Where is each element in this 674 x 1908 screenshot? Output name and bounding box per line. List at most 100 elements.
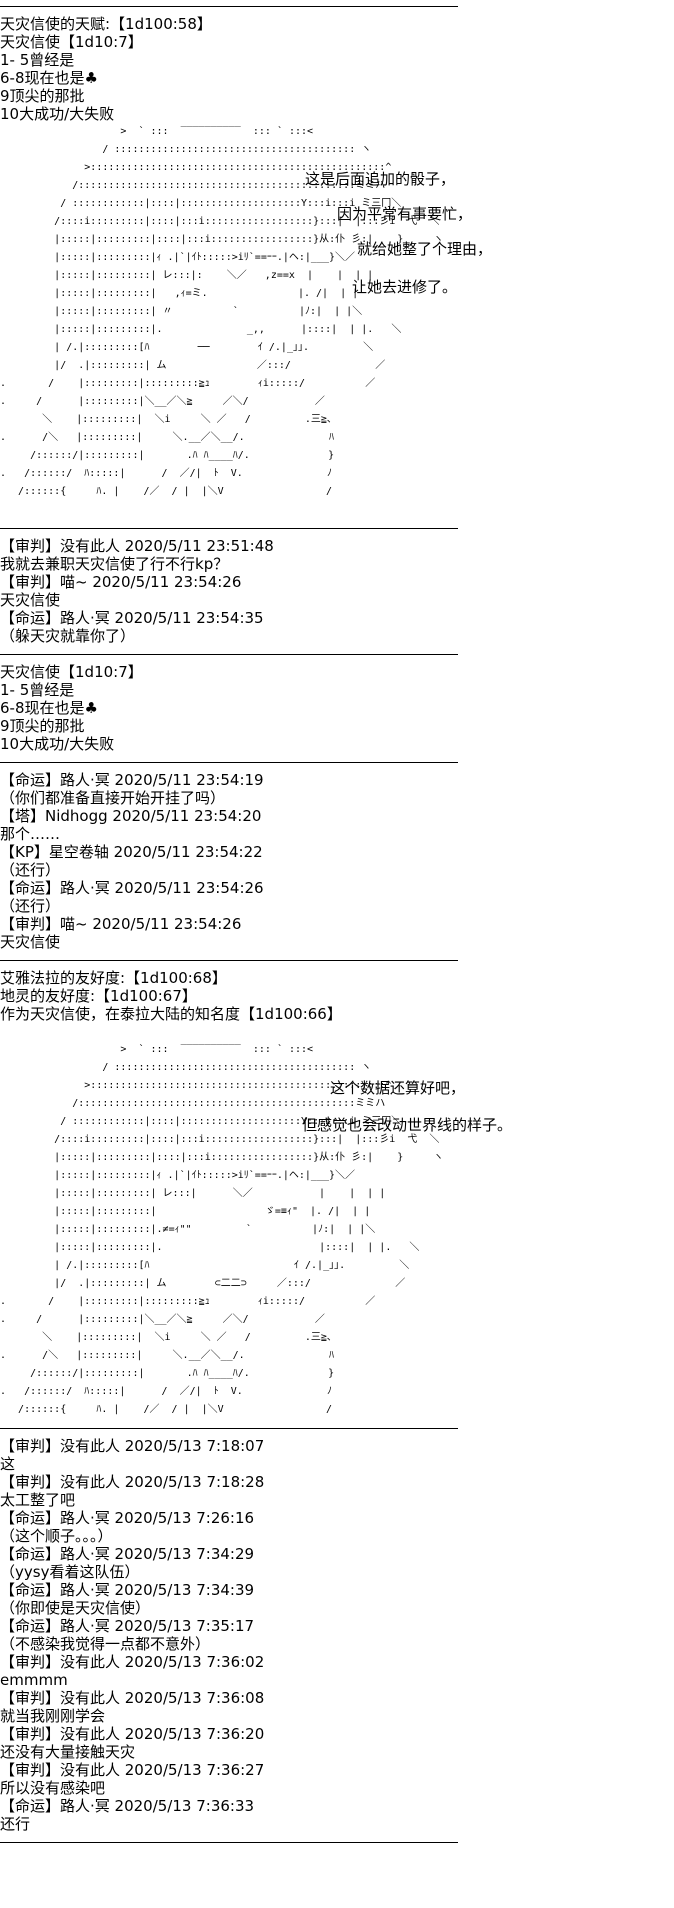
separator-line <box>0 519 674 537</box>
text-line: （yysy看着这队伍） <box>0 1563 140 1581</box>
text-line: 天灾信使 <box>0 933 61 951</box>
text-line: 还行 <box>0 1815 31 1833</box>
ascii-art-line: |:::::|:::::::::|::::|:::i::::::::::::::… <box>0 1152 444 1163</box>
ascii-art-line: |/ .|:::::::::| ム ⊂二二⊃ ／:::/ ／ <box>0 1278 406 1289</box>
message-header: 【命运】路人·冥 2020/5/11 23:54:19 <box>0 771 264 789</box>
art-side-note: 这是后面追加的骰子， <box>305 170 456 188</box>
blank-line <box>0 1023 674 1041</box>
ascii-art-line: | /.|:::::::::[ﾊ ｲ /.|_｣｣. ＼ <box>0 1260 410 1271</box>
ascii-art-line: . / |:::::::::|:::::::::≧ｭ ｨi:::::/ ／ <box>0 1296 376 1307</box>
separator-line <box>0 1419 674 1437</box>
text-line: 地灵的友好度:【1d100:67】 <box>0 987 197 1005</box>
ascii-art-line: >:::::::::::::::::::::::::::::::::::::::… <box>0 1080 392 1091</box>
text-line: 9顶尖的那批 <box>0 87 85 105</box>
text-line: 我就去兼职天灾信使了行不行kp？ <box>0 555 229 573</box>
message-header: 【审判】喵~ 2020/5/11 23:54:26 <box>0 915 242 933</box>
message-header: 【命运】路人·冥 2020/5/13 7:34:39 <box>0 1581 255 1599</box>
separator-line <box>0 1833 674 1851</box>
ascii-art-line: . /::::::/ ﾊ:::::| / ／/| ﾄ V. ﾉ <box>0 468 333 479</box>
text-line: 还没有大量接触天灾 <box>0 1743 136 1761</box>
text-line: 就当我刚刚学会 <box>0 1707 106 1725</box>
ascii-art-line: |:::::|:::::::::| ,ｨ=ミ. |. /| | | <box>0 288 359 299</box>
message-header: 【审判】没有此人 2020/5/13 7:18:28 <box>0 1473 265 1491</box>
ascii-art-line: |:::::|:::::::::|::::|:::i::::::::::::::… <box>0 234 444 245</box>
text-line: （这个顺子。。。） <box>0 1527 113 1545</box>
ascii-art-line: |:::::|:::::::::|. |::::| | |. ＼ <box>0 1242 420 1253</box>
message-header: 【审判】没有此人 2020/5/13 7:36:02 <box>0 1653 265 1671</box>
art-side-note: 就给她整了个理由， <box>357 240 493 258</box>
message-header: 【审判】喵~ 2020/5/11 23:54:26 <box>0 573 242 591</box>
text-line: （你即使是天灾信使） <box>0 1599 151 1617</box>
message-header: 【命运】路人·冥 2020/5/13 7:35:17 <box>0 1617 255 1635</box>
text-line: 6-8现在也是♣ <box>0 699 98 717</box>
ascii-art-line: >:::::::::::::::::::::::::::::::::::::::… <box>0 162 392 173</box>
art-side-note: 但感觉也会改动世界线的样子。 <box>302 1116 513 1134</box>
ascii-art-line: . /::::::/ ﾊ:::::| / ／/| ﾄ V. ﾉ <box>0 1386 333 1397</box>
ascii-art-line: /:::::::::::::::::::::::::::::::::::::::… <box>0 180 386 191</box>
ascii-art-line: /::::::{ ﾊ. | /／ / | |＼V / <box>0 486 333 497</box>
separator-line <box>0 0 674 15</box>
ascii-art-line: . /＼ |:::::::::| ＼.__／＼__/. ﾊ <box>0 1350 334 1361</box>
ascii-art-line: |:::::|:::::::::|ｨ .|`|ｲﾄ:::::>iﾘ`==ｰｰ.|… <box>0 252 356 263</box>
text-line: （躲天灾就靠你了） <box>0 627 136 645</box>
ascii-art-line: |:::::|:::::::::| レ:::| ＼／ | | | | <box>0 1188 386 1199</box>
message-header: 【审判】没有此人 2020/5/13 7:36:27 <box>0 1761 265 1779</box>
ascii-art-line: /::::::/|:::::::::| .ﾊ ﾊ____ﾊ/. } <box>0 450 335 461</box>
message-header: 【审判】没有此人 2020/5/13 7:36:08 <box>0 1689 265 1707</box>
message-header: 【命运】路人·冥 2020/5/13 7:34:29 <box>0 1545 255 1563</box>
ascii-art-line: / ::::::::::::|::::|::::::::::::::::::::… <box>0 1116 402 1127</box>
ascii-art-line: |:::::|:::::::::| レ:::|: ＼／ ,z==x | | | … <box>0 270 374 281</box>
separator-line <box>0 645 674 663</box>
blank-line <box>0 501 674 519</box>
text-line: 艾雅法拉的友好度:【1d100:68】 <box>0 969 227 987</box>
text-line: 9顶尖的那批 <box>0 717 85 735</box>
ascii-art-line: |:::::|:::::::::| ゞ=≡ｨ" |. /| | | <box>0 1206 371 1217</box>
ascii-art-line: /::::i:::::::::|::::|:::i:::::::::::::::… <box>0 1134 440 1145</box>
ascii-art-line: . / |:::::::::|＼__／＼≧ ／＼/ ／ <box>0 396 325 407</box>
ascii-art-illustration: > ` ::: ‾‾‾‾‾‾‾‾‾‾ ::: ` :::< / ::::::::… <box>0 1041 674 1419</box>
text-line: 天灾信使 <box>0 591 61 609</box>
ascii-art-line: /::::::{ ﾊ. | /／ / | |＼V / <box>0 1404 333 1415</box>
text-line: 这 <box>0 1455 16 1473</box>
text-line: 10大成功/大失败 <box>0 735 115 753</box>
message-header: 【命运】路人·冥 2020/5/13 7:36:33 <box>0 1797 255 1815</box>
ascii-art-illustration: > ` ::: ‾‾‾‾‾‾‾‾‾‾ ::: ` :::< / ::::::::… <box>0 123 674 501</box>
text-line: 6-8现在也是♣ <box>0 69 98 87</box>
text-line: 10大成功/大失败 <box>0 105 115 123</box>
text-line: 天灾信使【1d10:7】 <box>0 33 143 51</box>
ascii-art-line: / ::::::::::::::::::::::::::::::::::::::… <box>0 144 372 155</box>
ascii-art-line: |:::::|:::::::::|.≠=ｨ"" ` |ﾉ:| | |＼ <box>0 1224 376 1235</box>
ascii-art-line: . /＼ |:::::::::| ＼.__／＼__/. ﾊ <box>0 432 334 443</box>
ascii-art-line: / ::::::::::::|::::|::::::::::::::::::::… <box>0 198 402 209</box>
ascii-art-line: / ::::::::::::::::::::::::::::::::::::::… <box>0 1062 372 1073</box>
art-side-note: 这个数据还算好吧， <box>330 1079 466 1097</box>
ascii-art-line: /::::::/|:::::::::| .ﾊ ﾊ____ﾊ/. } <box>0 1368 335 1379</box>
ascii-art-line: /:::::::::::::::::::::::::::::::::::::::… <box>0 1098 386 1109</box>
ascii-art-line: . / |:::::::::|:::::::::≧ｭ ｨi:::::/ ／ <box>0 378 376 389</box>
separator-line <box>0 753 674 771</box>
message-header: 【审判】没有此人 2020/5/11 23:51:48 <box>0 537 274 555</box>
message-header: 【命运】路人·冥 2020/5/11 23:54:26 <box>0 879 264 897</box>
text-line: 1- 5曾经是 <box>0 51 75 69</box>
art-side-note: 让她去进修了。 <box>352 278 458 296</box>
message-header: 【塔】Nidhogg 2020/5/11 23:54:20 <box>0 807 262 825</box>
message-header: 【审判】没有此人 2020/5/13 7:18:07 <box>0 1437 265 1455</box>
ascii-art-line: > ` ::: ‾‾‾‾‾‾‾‾‾‾ ::: ` :::< <box>0 126 314 137</box>
ascii-art-line: . / |:::::::::|＼__／＼≧ ／＼/ ／ <box>0 1314 325 1325</box>
text-line: （不感染我觉得一点都不意外） <box>0 1635 211 1653</box>
message-header: 【命运】路人·冥 2020/5/13 7:26:16 <box>0 1509 255 1527</box>
text-line: （你们都准备直接开始开挂了吗） <box>0 789 226 807</box>
text-line: 所以没有感染吧 <box>0 1779 106 1797</box>
text-line: emmmm <box>0 1671 68 1689</box>
message-header: 【审判】没有此人 2020/5/13 7:36:20 <box>0 1725 265 1743</box>
ascii-art-line: > ` ::: ‾‾‾‾‾‾‾‾‾‾ ::: ` :::< <box>0 1044 314 1055</box>
ascii-art-line: |:::::|:::::::::| 〃 ` |ﾉ:| | |＼ <box>0 306 363 317</box>
text-line: 天灾信使的天赋:【1d100:58】 <box>0 15 212 33</box>
ascii-art-line: ＼ |:::::::::| ＼i ＼ ／ / .三≧､ <box>0 1332 332 1343</box>
text-line: 太工整了吧 <box>0 1491 76 1509</box>
ascii-art-line: |:::::|:::::::::|. _,, |::::| | |. ＼ <box>0 324 402 335</box>
ascii-art-line: | /.|:::::::::[ﾊ ── ｲ /.|_｣｣. ＼ <box>0 342 374 353</box>
text-line: （还行） <box>0 897 61 915</box>
ascii-art-line: |:::::|:::::::::|ｨ .|`|ｲﾄ:::::>iﾘ`==ｰｰ.|… <box>0 1170 356 1181</box>
